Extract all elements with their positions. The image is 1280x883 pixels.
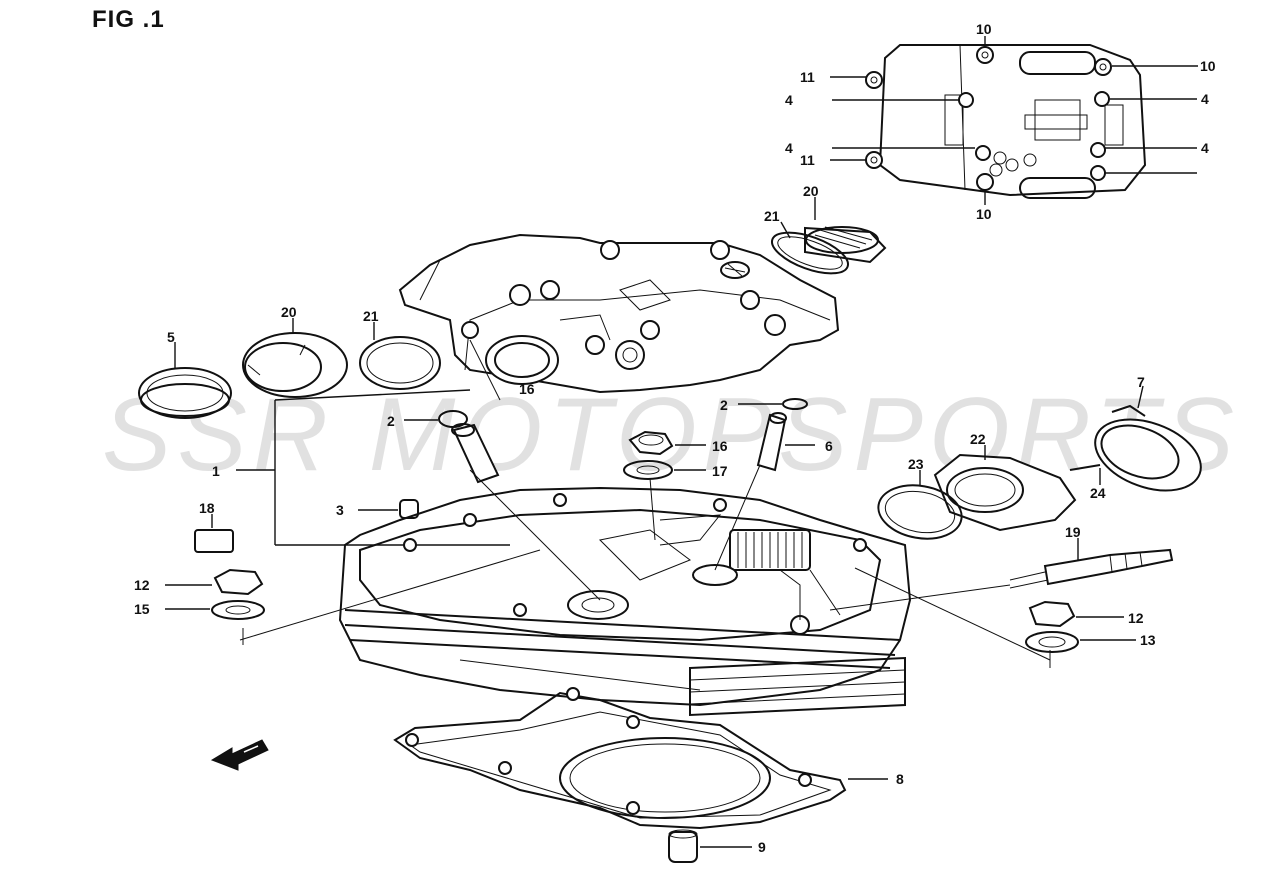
washer-15 [165,600,265,620]
cylinder-head-drawing [338,486,912,717]
callout-2-a: 2 [387,413,395,429]
callout-4-c: 4 [785,140,793,156]
dowel-3 [358,499,419,519]
callout-13: 13 [1140,632,1156,648]
dowel-18 [194,514,234,553]
oring-21-left [359,322,441,390]
callout-5: 5 [167,329,175,345]
leader-lines [239,339,1051,668]
gasket-23 [877,470,963,540]
callout-10-c: 10 [976,206,992,222]
callout-15: 15 [134,601,150,617]
callout-1: 1 [212,463,220,479]
bolt-12-left [165,568,264,596]
callout-12-a: 12 [134,577,150,593]
callout-7: 7 [1137,374,1145,390]
callout-4-b: 4 [1201,91,1209,107]
cap-20-left [242,318,348,398]
callout-21-b: 21 [363,308,379,324]
callout-17: 17 [712,463,728,479]
callout-18: 18 [199,500,215,516]
intake-pipe-22 [933,445,1077,532]
callout-12-b: 12 [1128,610,1144,626]
callout-24: 24 [1090,485,1106,501]
callout-19: 19 [1065,524,1081,540]
clip-2-right [738,398,808,410]
cap-5 [138,342,232,419]
figure-title: FIG .1 [92,6,165,33]
bracket-1 [236,389,510,546]
bolt-12-right [1028,600,1124,628]
callout-labels: 10 10 11 4 4 4 11 4 10 20 21 20 21 5 16 … [134,21,1216,855]
washer-13 [1025,631,1136,653]
stud-24 [1069,464,1101,485]
valve-guide-left [451,423,500,484]
callout-22: 22 [970,431,986,447]
callout-10-b: 10 [1200,58,1216,74]
spark-plug-19 [1009,538,1174,589]
dowel-9 [668,829,752,863]
head-cover-drawing [830,36,1198,205]
nut-16 [628,430,706,456]
callout-4-d: 4 [1201,140,1209,156]
valve-guide-6 [756,412,815,472]
intake-clamp-7 [1094,385,1202,492]
callout-11-a: 11 [800,69,815,85]
callout-16-a: 16 [519,381,535,397]
callout-20-a: 20 [803,183,819,199]
rocker-housing-drawing [398,233,840,394]
oring-21-right [771,221,849,275]
callout-8: 8 [896,771,904,787]
callout-11-b: 11 [800,152,815,168]
cap-20-right [804,197,887,264]
callout-4-a: 4 [785,92,793,108]
callout-2-b: 2 [720,397,728,413]
washer-17 [623,460,706,480]
callout-23: 23 [908,456,924,472]
callout-20-b: 20 [281,304,297,320]
callout-6: 6 [825,438,833,454]
callout-16-b: 16 [712,438,728,454]
head-gasket-8 [393,687,888,830]
callout-3: 3 [336,502,344,518]
callout-10-a: 10 [976,21,992,37]
callout-9: 9 [758,839,766,855]
front-arrow-icon [210,739,269,771]
callout-21-a: 21 [764,208,780,224]
